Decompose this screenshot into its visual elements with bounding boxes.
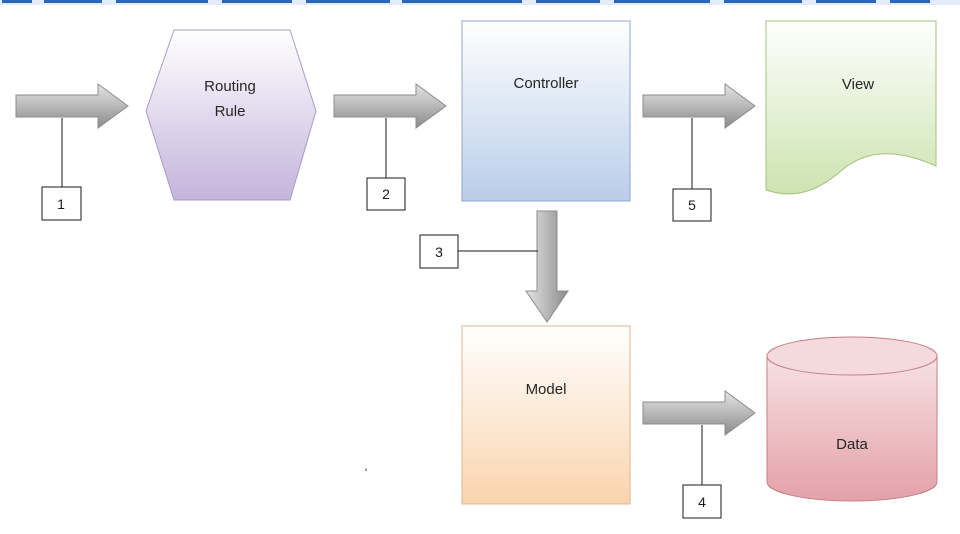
stray-mark: ʻ (364, 465, 367, 481)
step-2-label: 2 (382, 186, 390, 202)
step-1-box (41, 186, 82, 221)
step-5-box (672, 188, 712, 222)
data-store-node (766, 336, 938, 502)
routing-rule-label-line2: Rule (215, 103, 246, 120)
arrow-controller-to-model (525, 210, 569, 323)
step-callout-lines (61, 118, 703, 485)
step-4-box (682, 484, 722, 519)
model-node (461, 325, 631, 505)
arrow-request-in (15, 83, 129, 129)
step-3-label: 3 (435, 244, 443, 260)
arrow-model-to-data (642, 390, 756, 436)
cut-off-heading-text-fragments (2, 0, 930, 3)
arrow-controller-to-view (642, 83, 756, 129)
model-label: Model (526, 381, 567, 398)
step-3-box (419, 234, 459, 269)
step-5-label: 5 (688, 197, 696, 213)
step-2-box (366, 177, 406, 211)
arrow-routing-to-controller (333, 83, 447, 129)
step-4-label: 4 (698, 494, 706, 510)
step-1-label: 1 (57, 196, 65, 212)
controller-label: Controller (513, 75, 578, 92)
controller-node (461, 20, 631, 202)
routing-rule-node (145, 29, 317, 201)
data-label: Data (836, 436, 868, 453)
view-node (765, 20, 937, 195)
routing-rule-label-line1: Routing (204, 78, 256, 95)
view-label: View (842, 76, 874, 93)
